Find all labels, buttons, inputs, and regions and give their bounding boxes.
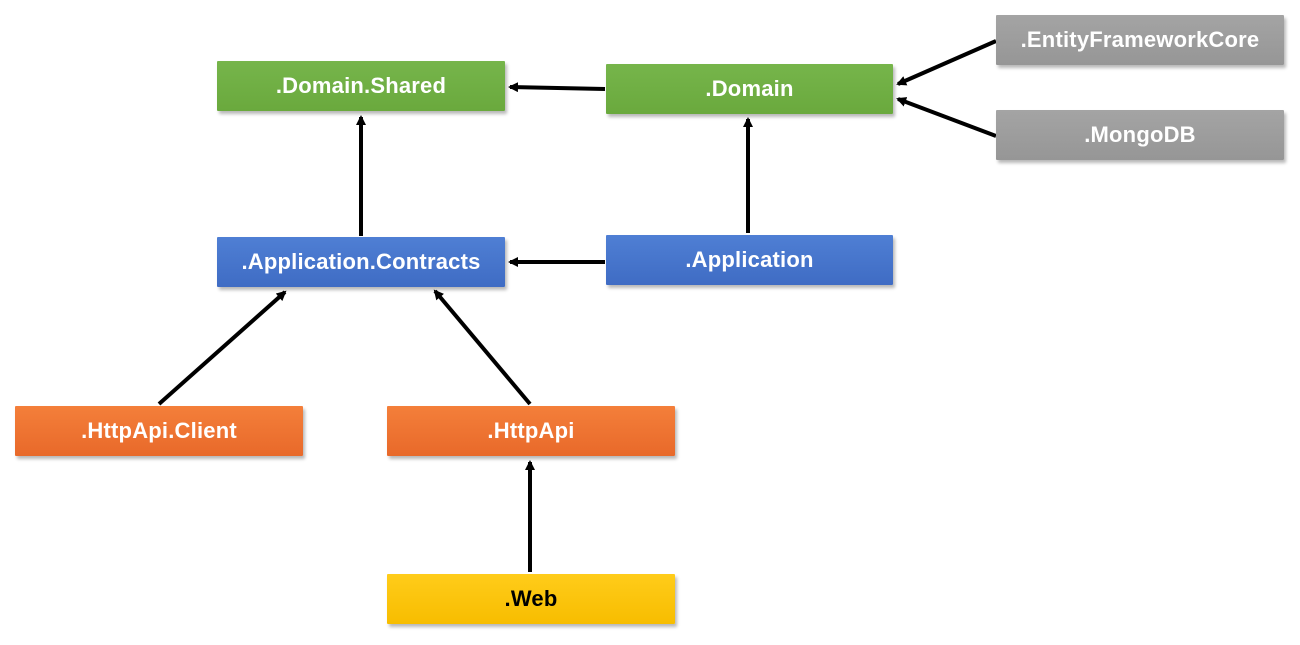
arrow-httpapi-client-to-app-contracts	[157, 290, 287, 406]
arrow-mongodb-to-domain	[896, 97, 997, 138]
node-domain: .Domain	[606, 64, 893, 114]
node-domain-shared: .Domain.Shared	[217, 61, 505, 111]
node-application: .Application	[606, 235, 893, 285]
node-mongodb: .MongoDB	[996, 110, 1284, 160]
node-application-contracts: .Application.Contracts	[217, 237, 505, 287]
node-web: .Web	[387, 574, 675, 624]
node-httpapi-client: .HttpApi.Client	[15, 406, 303, 456]
node-entity-framework-core: .EntityFrameworkCore	[996, 15, 1284, 65]
arrow-httpapi-to-app-contracts	[433, 289, 532, 406]
arrow-efcore-to-domain	[896, 39, 997, 86]
node-httpapi: .HttpApi	[387, 406, 675, 456]
arrow-domain-to-domain-shared	[508, 82, 606, 93]
